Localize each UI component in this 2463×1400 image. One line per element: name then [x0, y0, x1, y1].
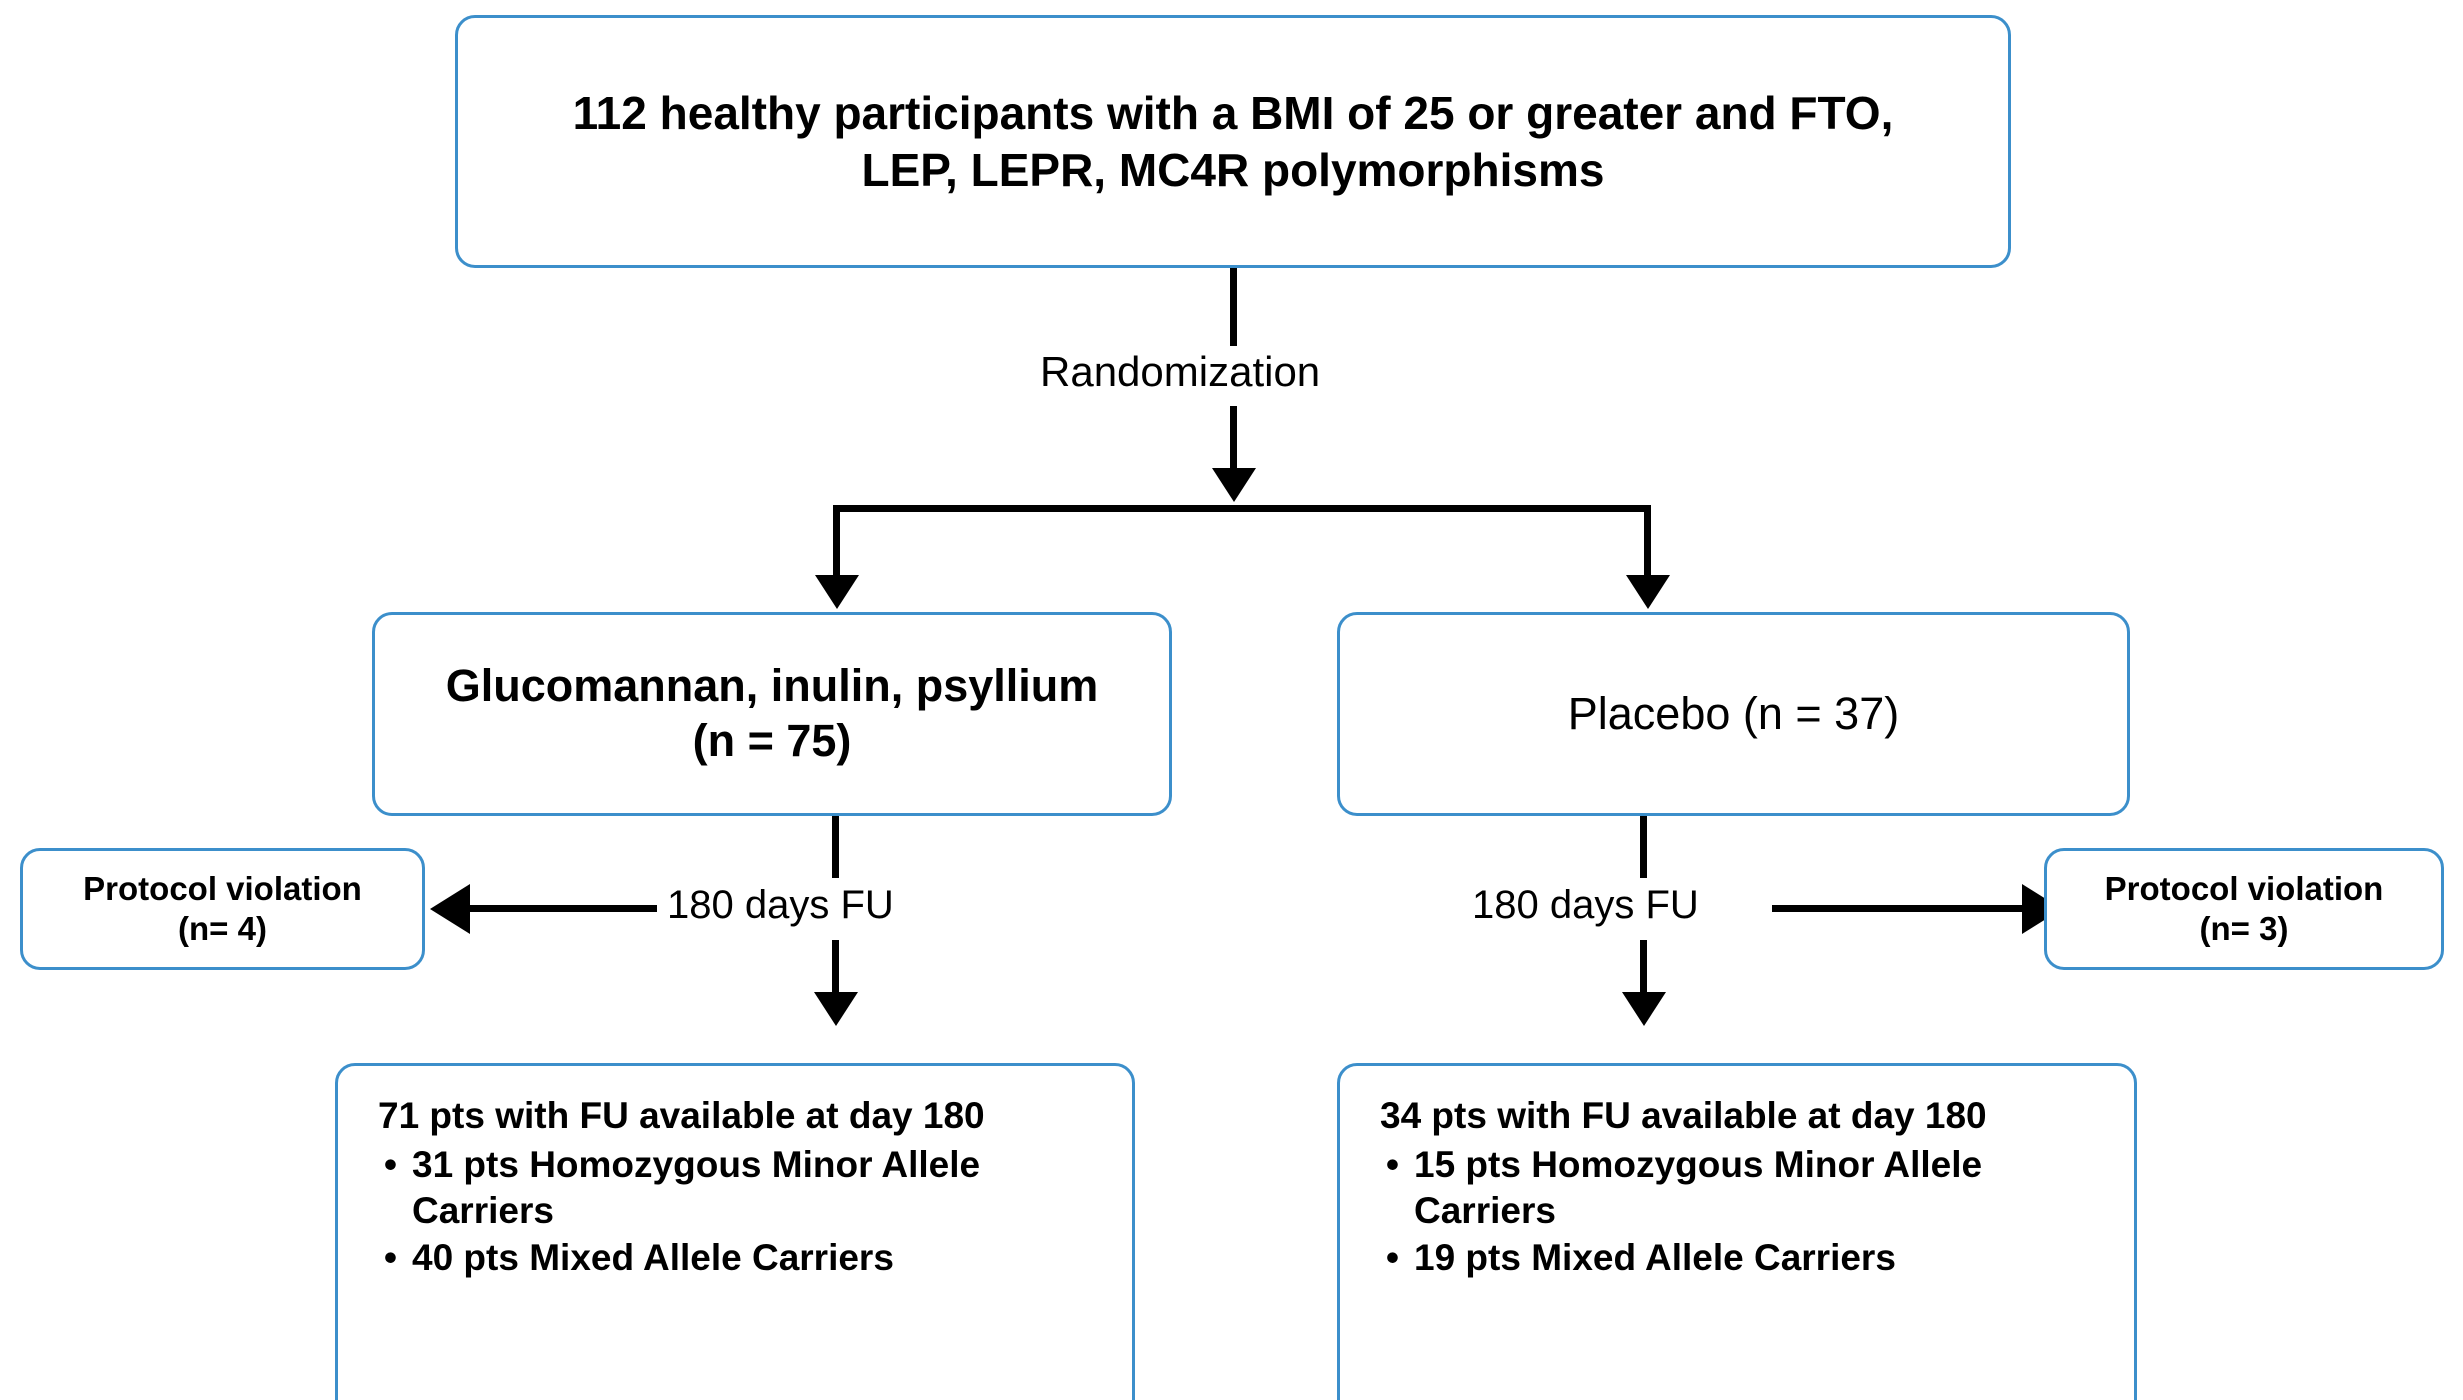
outcome-right-bullet-list: 15 pts Homozygous Minor Allele Carriers …: [1366, 1142, 2108, 1281]
connector-enrollment-stem: [1230, 268, 1237, 346]
edge-label-randomization: Randomization: [1030, 348, 1331, 396]
outcome-right-bullet-1: 15 pts Homozygous Minor Allele Carriers: [1386, 1142, 2108, 1232]
connector-split-bar: [833, 505, 1651, 512]
outcome-left-bullet-2: 40 pts Mixed Allele Carriers: [384, 1235, 1106, 1280]
edge-label-followup-right: 180 days FU: [1462, 883, 1709, 928]
connector-treatment-followup-lower: [832, 940, 839, 996]
connector-treatment-followup-upper: [832, 816, 839, 878]
connector-placebo-followup-upper: [1640, 816, 1647, 878]
node-enrollment: 112 healthy participants with a BMI of 2…: [455, 15, 2011, 268]
outcome-right-heading: 34 pts with FU available at day 180: [1380, 1095, 1987, 1136]
edge-label-followup-left: 180 days FU: [657, 883, 904, 928]
node-violation-right-line-2: (n= 3): [2199, 910, 2289, 947]
node-treatment-arm: Glucomannan, inulin, psyllium (n = 75): [372, 612, 1172, 816]
node-violation-right-line-1: Protocol violation: [2104, 869, 2384, 907]
node-placebo-line-1: Placebo (n = 37): [1567, 687, 1900, 739]
node-enrollment-line-1: 112 healthy participants with a BMI of 2…: [572, 87, 1894, 140]
node-enrollment-line-2: LEP, LEPR, MC4R polymorphisms: [861, 143, 1605, 196]
arrowhead-outcome-right-down: [1622, 992, 1666, 1026]
arrowhead-treatment-down: [815, 575, 859, 609]
node-violation-left-line-2: (n= 4): [178, 910, 267, 947]
node-outcome-left: 71 pts with FU available at day 180 31 p…: [335, 1063, 1135, 1400]
arrowhead-outcome-left-down: [814, 992, 858, 1026]
connector-violation-left: [470, 905, 720, 912]
outcome-right-bullet-2: 19 pts Mixed Allele Carriers: [1386, 1235, 2108, 1280]
arrowhead-placebo-down: [1626, 575, 1670, 609]
outcome-left-bullet-1: 31 pts Homozygous Minor Allele Carriers: [384, 1142, 1106, 1232]
node-treatment-line-1: Glucomannan, inulin, psyllium: [445, 660, 1099, 712]
connector-split-right-drop: [1644, 505, 1651, 579]
arrowhead-violation-left: [430, 884, 470, 934]
connector-split-left-drop: [833, 505, 840, 579]
node-protocol-violation-right: Protocol violation (n= 3): [2044, 848, 2444, 970]
connector-placebo-followup-lower: [1640, 940, 1647, 996]
node-violation-left-line-1: Protocol violation: [83, 869, 362, 907]
outcome-left-bullet-list: 31 pts Homozygous Minor Allele Carriers …: [364, 1142, 1106, 1281]
outcome-left-heading: 71 pts with FU available at day 180: [378, 1095, 985, 1136]
connector-randomization-stem: [1230, 406, 1237, 472]
node-protocol-violation-left: Protocol violation (n= 4): [20, 848, 425, 970]
node-outcome-right: 34 pts with FU available at day 180 15 p…: [1337, 1063, 2137, 1400]
node-placebo-arm: Placebo (n = 37): [1337, 612, 2130, 816]
node-treatment-line-2: (n = 75): [692, 715, 852, 766]
arrowhead-randomization-down: [1212, 468, 1256, 502]
connector-violation-right: [1772, 905, 2022, 912]
